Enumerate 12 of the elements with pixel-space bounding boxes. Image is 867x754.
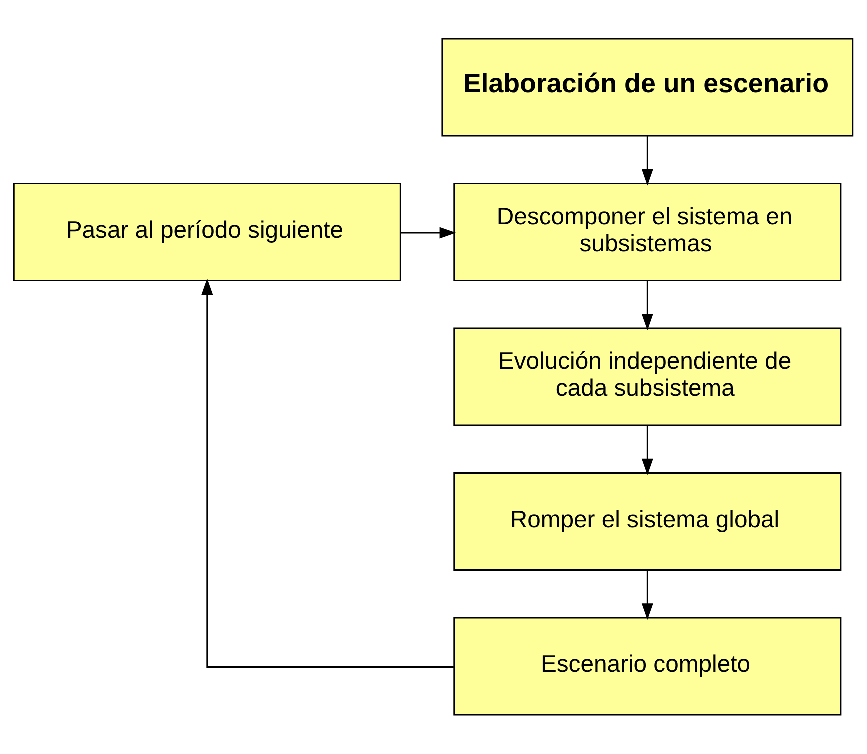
arrow: [642, 280, 654, 331]
node-box: Descomponer el sistema en subsistemas: [454, 183, 842, 282]
arrow: [642, 570, 654, 620]
node-box: Elaboración de un escenario: [442, 38, 854, 137]
arrow: [401, 227, 456, 239]
node-box: Evolución independiente de cada subsistema: [454, 328, 842, 426]
node-box: Pasar al período siguiente: [13, 183, 402, 282]
node-box: Romper el sistema global: [454, 472, 842, 571]
arrow: [642, 136, 654, 186]
arrow: [642, 426, 654, 476]
node-box: Escenario completo: [454, 617, 842, 716]
arrow: [202, 278, 454, 668]
